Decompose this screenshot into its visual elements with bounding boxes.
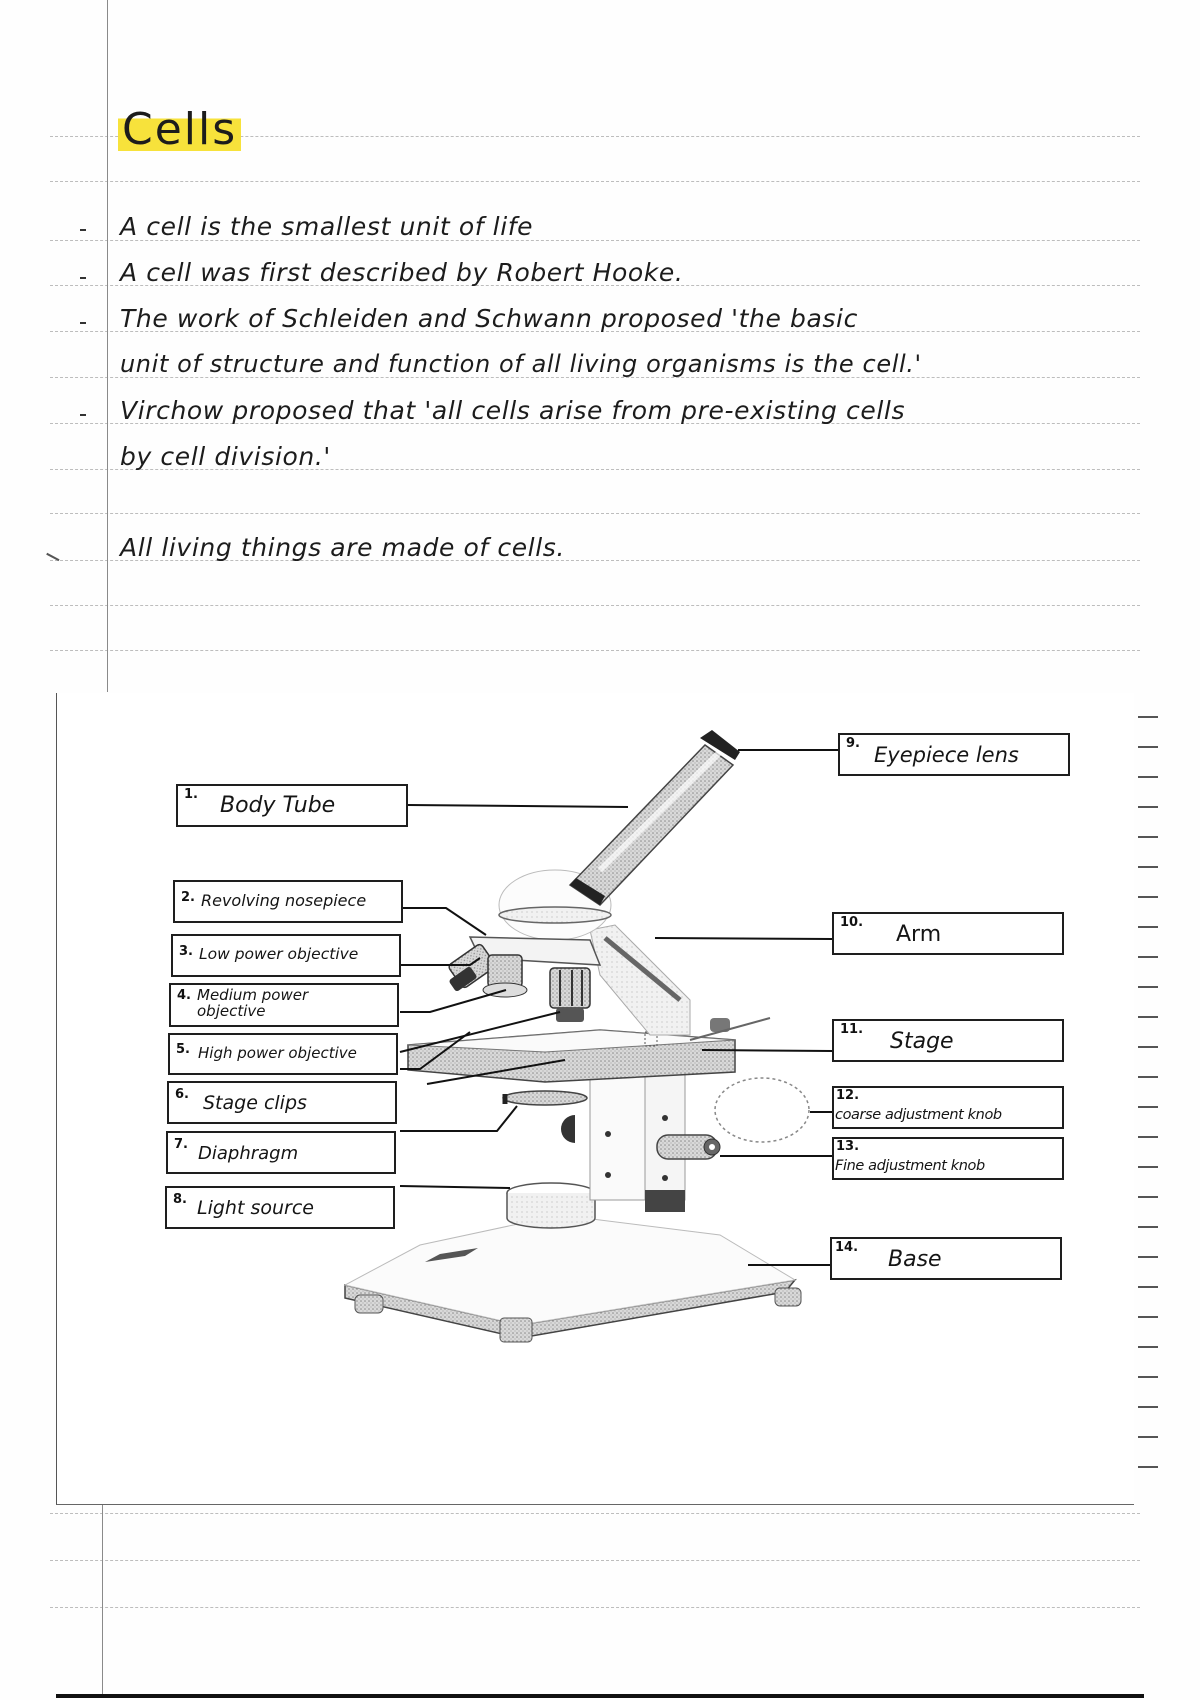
label-text: Light source bbox=[197, 1197, 314, 1219]
label-text: coarse adjustment knob bbox=[835, 1107, 1002, 1123]
edge-tick bbox=[1138, 956, 1158, 958]
edge-tick bbox=[1138, 716, 1158, 718]
edge-tick bbox=[1138, 776, 1158, 778]
label-eyepiece-lens: 9. Eyepiece lens bbox=[838, 733, 1070, 776]
edge-tick bbox=[1138, 1226, 1158, 1228]
edge-tick bbox=[1138, 1316, 1158, 1318]
margin-line bbox=[107, 0, 108, 692]
label-light-source: 8. Light source bbox=[165, 1186, 395, 1229]
note-line: Virchow proposed that 'all cells arise f… bbox=[120, 396, 906, 425]
label-high-power-objective: 5. High power objective bbox=[168, 1033, 398, 1075]
ruled-line bbox=[50, 377, 1140, 378]
label-revolving-nosepiece: 2. Revolving nosepiece bbox=[173, 880, 403, 923]
edge-tick bbox=[1138, 1286, 1158, 1288]
edge-tick bbox=[1138, 926, 1158, 928]
edge-tick bbox=[1138, 1376, 1158, 1378]
label-text: Diaphragm bbox=[198, 1143, 299, 1164]
edge-tick bbox=[1138, 866, 1158, 868]
edge-tick bbox=[1138, 1016, 1158, 1018]
ruled-line bbox=[50, 1560, 1140, 1561]
label-number: 8. bbox=[173, 1192, 187, 1207]
edge-tick bbox=[1138, 1046, 1158, 1048]
note-line: unit of structure and function of all li… bbox=[120, 350, 922, 378]
ruled-line bbox=[50, 181, 1140, 182]
edge-tick bbox=[1138, 836, 1158, 838]
note-line: A cell was first described by Robert Hoo… bbox=[120, 258, 684, 287]
edge-tick bbox=[1138, 986, 1158, 988]
edge-tick bbox=[1138, 1406, 1158, 1408]
bullet-dash bbox=[80, 414, 86, 416]
note-line: The work of Schleiden and Schwann propos… bbox=[120, 304, 858, 333]
label-text: Medium power objective bbox=[197, 986, 309, 1020]
label-diaphragm: 7. Diaphragm bbox=[166, 1131, 396, 1174]
ruled-line bbox=[50, 331, 1140, 332]
label-number: 7. bbox=[174, 1137, 188, 1152]
bullet-dash bbox=[80, 277, 86, 279]
label-text: Stage bbox=[890, 1029, 954, 1054]
label-text: Base bbox=[888, 1247, 942, 1272]
edge-tick bbox=[1138, 1106, 1158, 1108]
ruled-line bbox=[50, 560, 1140, 561]
note-line: by cell division.' bbox=[120, 442, 331, 471]
ruled-line bbox=[50, 469, 1140, 470]
label-low-power-objective: 3. Low power objective bbox=[171, 934, 401, 977]
ruled-line bbox=[50, 1513, 1140, 1514]
label-text: Revolving nosepiece bbox=[201, 891, 367, 910]
note-line: A cell is the smallest unit of life bbox=[120, 212, 534, 241]
ruled-line bbox=[50, 423, 1140, 424]
edge-tick bbox=[1138, 1466, 1158, 1468]
edge-tick bbox=[1138, 1436, 1158, 1438]
edge-tick bbox=[1138, 896, 1158, 898]
label-fine-adjustment-knob: 13. Fine adjustment knob bbox=[832, 1137, 1064, 1180]
label-number: 9. bbox=[846, 736, 860, 751]
label-body-tube: 1. Body Tube bbox=[176, 784, 408, 827]
edge-tick bbox=[1138, 806, 1158, 808]
label-base: 14. Base bbox=[830, 1237, 1062, 1280]
summary-line: All living things are made of cells. bbox=[120, 533, 565, 562]
edge-tick bbox=[1138, 1256, 1158, 1258]
edge-tick bbox=[1138, 1196, 1158, 1198]
page-title: Cells bbox=[118, 104, 242, 155]
label-number: 5. bbox=[176, 1042, 190, 1057]
label-number: 4. bbox=[177, 988, 191, 1003]
label-text: Fine adjustment knob bbox=[835, 1158, 985, 1174]
label-stage: 11. Stage bbox=[832, 1019, 1064, 1062]
bullet-dash bbox=[80, 322, 86, 324]
label-text: Arm bbox=[896, 922, 942, 947]
label-number: 13. bbox=[836, 1139, 860, 1154]
label-text: Eyepiece lens bbox=[874, 743, 1019, 767]
ruled-line bbox=[50, 1607, 1140, 1608]
edge-tick bbox=[1138, 1166, 1158, 1168]
label-text: Body Tube bbox=[220, 793, 336, 818]
label-number: 11. bbox=[840, 1022, 864, 1037]
label-coarse-adjustment-knob: 12. coarse adjustment knob bbox=[832, 1086, 1064, 1129]
label-medium-power-objective: 4. Medium power objective bbox=[169, 983, 399, 1027]
label-number: 12. bbox=[836, 1088, 860, 1103]
label-text: Low power objective bbox=[199, 945, 359, 963]
label-number: 1. bbox=[184, 787, 198, 802]
label-number: 2. bbox=[181, 890, 195, 905]
label-number: 3. bbox=[179, 944, 193, 959]
bullet-dash bbox=[80, 229, 86, 231]
ruled-line bbox=[50, 240, 1140, 241]
label-number: 14. bbox=[835, 1240, 859, 1255]
ruled-line bbox=[50, 285, 1140, 286]
page-bottom-edge bbox=[56, 1694, 1144, 1698]
label-stage-clips: 6. Stage clips bbox=[167, 1081, 397, 1124]
ruled-line bbox=[50, 605, 1140, 606]
ruled-line bbox=[50, 650, 1140, 651]
label-number: 6. bbox=[175, 1087, 189, 1102]
ruled-line bbox=[50, 513, 1140, 514]
margin-line bbox=[102, 1495, 103, 1695]
label-text: Stage clips bbox=[203, 1092, 307, 1114]
edge-tick bbox=[1138, 746, 1158, 748]
label-number: 10. bbox=[840, 915, 864, 930]
label-arm: 10. Arm bbox=[832, 912, 1064, 955]
edge-tick bbox=[1138, 1346, 1158, 1348]
ruled-line bbox=[50, 136, 1140, 137]
edge-tick bbox=[1138, 1076, 1158, 1078]
edge-tick bbox=[1138, 1136, 1158, 1138]
label-text: High power objective bbox=[198, 1044, 357, 1062]
